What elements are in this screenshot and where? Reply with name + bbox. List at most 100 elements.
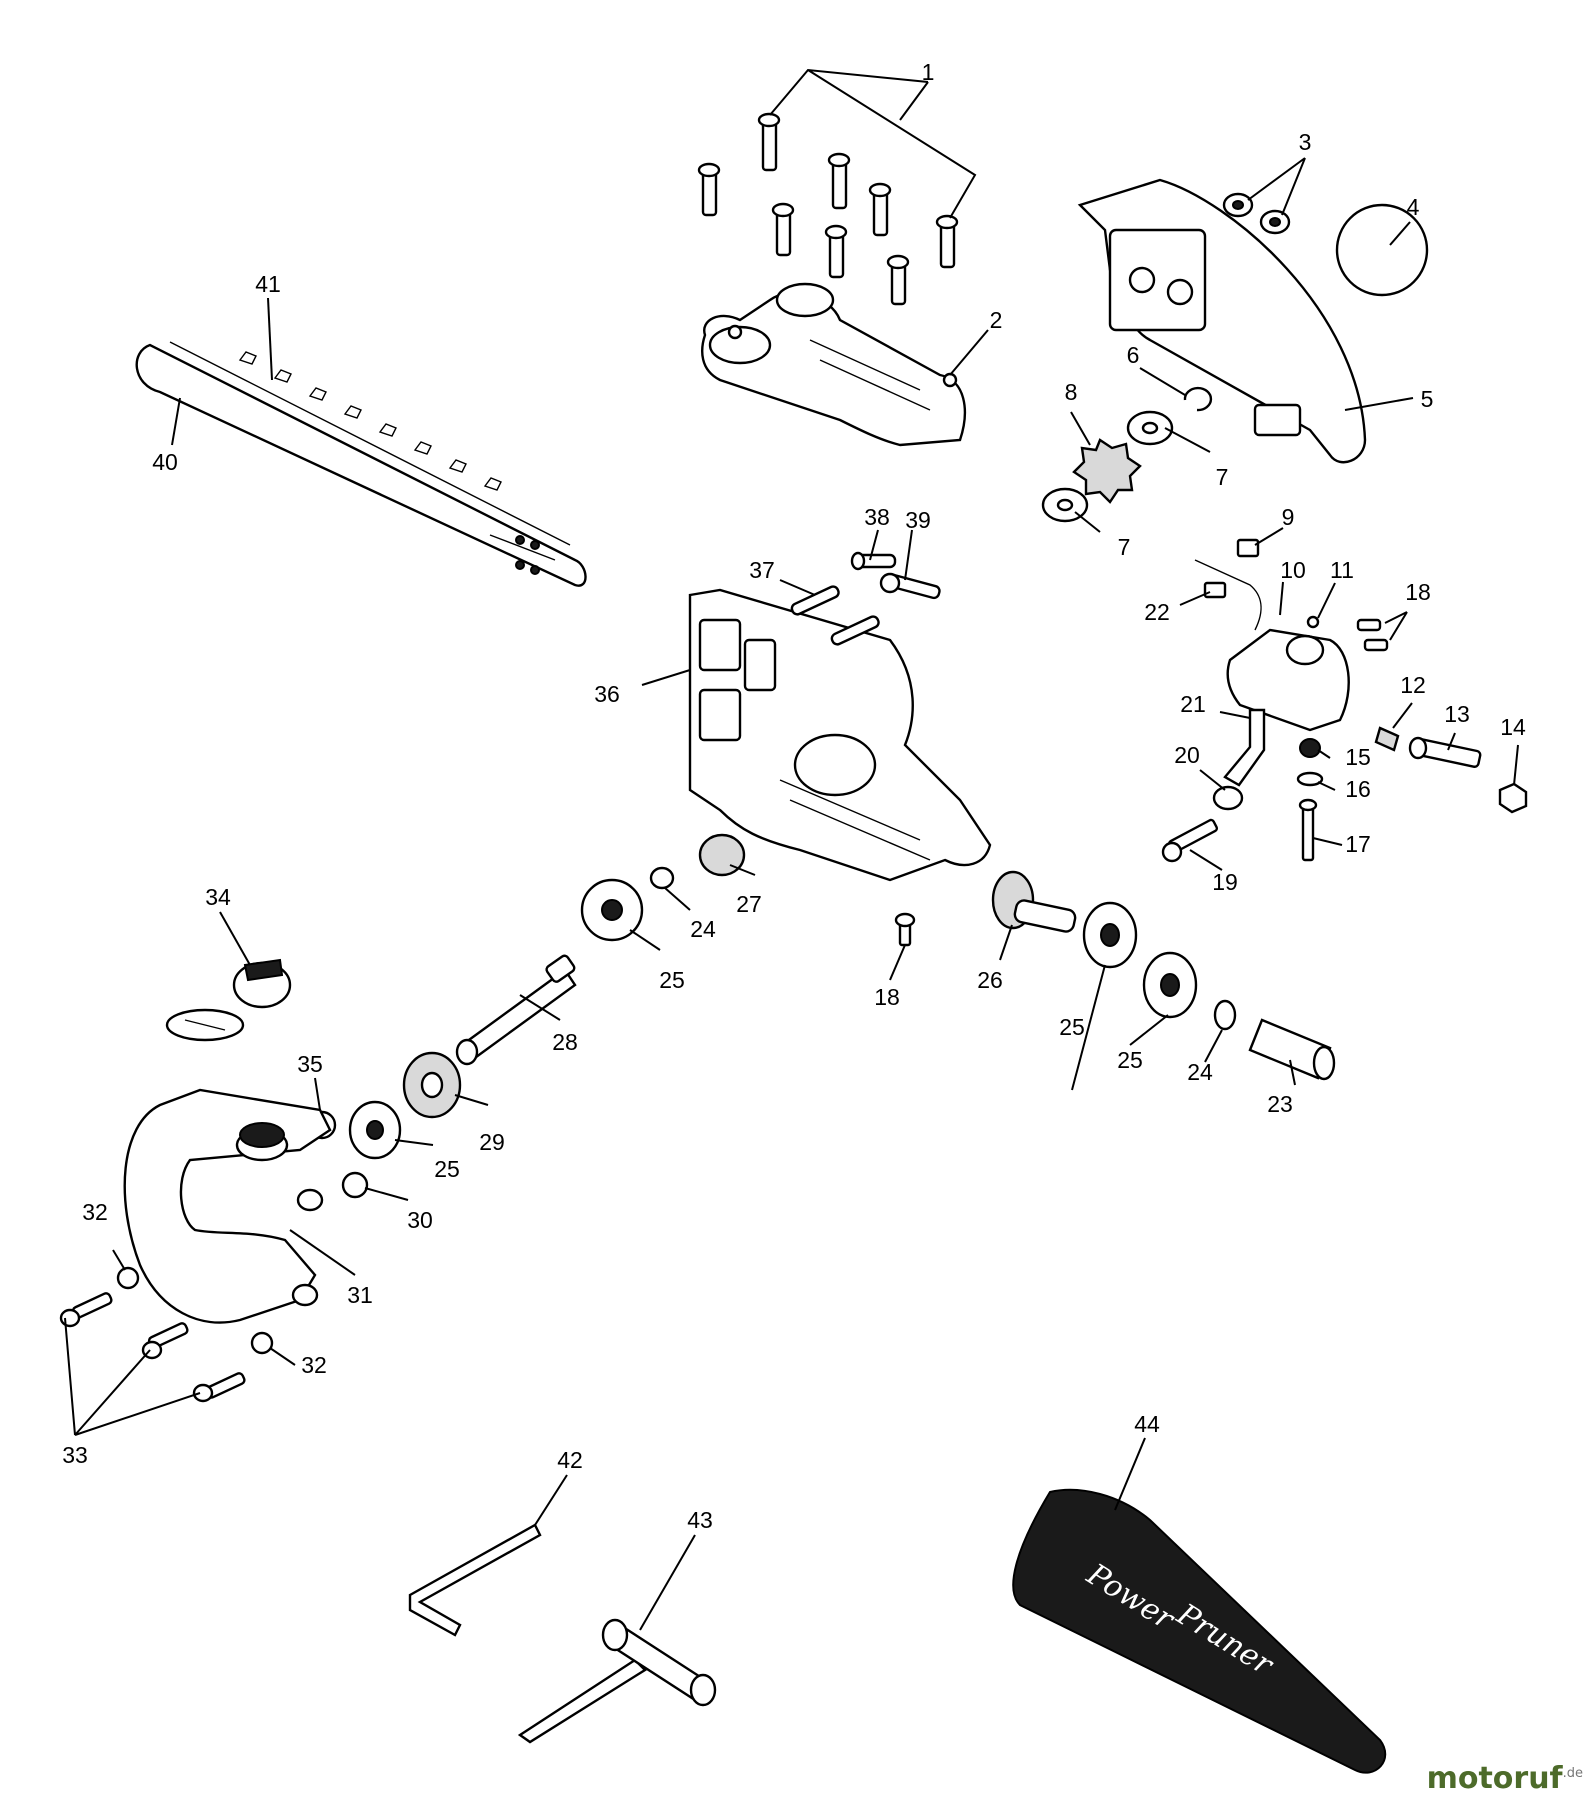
watermark-suffix: .de: [1562, 1766, 1583, 1781]
o-ring: [1296, 771, 1324, 787]
callout-30: 30: [407, 1207, 433, 1233]
pump-screws: [1356, 618, 1389, 652]
callout-labels: 1 2 3 4 5 6 7 7 8 9 10 11 18 12 13 14 15…: [62, 59, 1526, 1533]
input-shaft: [455, 954, 577, 1066]
callout-24a: 24: [690, 916, 716, 942]
dowel-pins: [790, 585, 880, 646]
callout-18b: 18: [874, 984, 900, 1010]
callout-27: 27: [736, 891, 762, 917]
callout-26: 26: [977, 967, 1003, 993]
spacer-bushing-2: [250, 1331, 274, 1355]
callout-2: 2: [990, 307, 1003, 333]
callout-29: 29: [479, 1129, 505, 1155]
callout-25c: 25: [1117, 1047, 1143, 1073]
callout-43: 43: [687, 1507, 713, 1533]
callout-34: 34: [205, 884, 231, 910]
callout-33: 33: [62, 1442, 88, 1468]
housing-screw: [894, 912, 916, 947]
callout-28: 28: [552, 1029, 578, 1055]
e-clip: [1183, 386, 1213, 412]
callout-32a: 32: [82, 1199, 108, 1225]
callout-11: 11: [1330, 557, 1354, 583]
callout-21: 21: [1180, 691, 1206, 717]
callout-8: 8: [1065, 379, 1078, 405]
sleeve-tube: [1248, 1018, 1336, 1081]
callout-32b: 32: [301, 1352, 327, 1378]
callout-9: 9: [1282, 504, 1295, 530]
output-gear-shaft: [991, 870, 1077, 933]
callout-5: 5: [1421, 386, 1434, 412]
gear-housing: [688, 588, 992, 882]
callout-12: 12: [1400, 672, 1426, 698]
washers: [1041, 410, 1174, 523]
oil-pump: [1194, 559, 1350, 732]
bearings-right: [1082, 901, 1198, 1019]
callout-25b: 25: [1059, 1014, 1085, 1040]
callout-17: 17: [1345, 831, 1371, 857]
small-screw: [1306, 615, 1320, 629]
watermark-logo: motoruf.de: [1427, 1761, 1583, 1796]
oil-cap: [165, 958, 292, 1042]
callout-14: 14: [1500, 714, 1526, 740]
callout-20: 20: [1174, 742, 1200, 768]
spring: [1374, 726, 1400, 752]
bearing: [580, 878, 644, 942]
callout-16: 16: [1345, 776, 1371, 802]
callout-18a: 18: [1405, 579, 1431, 605]
oil-line-fitting: [1203, 581, 1227, 599]
callout-22: 22: [1144, 599, 1170, 625]
spacer-bushing-1: [116, 1266, 140, 1290]
oil-pump-pin: [1298, 798, 1318, 862]
callout-40: 40: [152, 449, 178, 475]
callout-35: 35: [297, 1051, 323, 1077]
bearing-lower: [348, 1100, 402, 1160]
guide-bar-and-chain: [135, 341, 587, 587]
sprocket: [1072, 438, 1142, 504]
circlip-right: [1213, 999, 1237, 1031]
adjuster-screw: [1161, 818, 1219, 863]
callout-10: 10: [1280, 557, 1306, 583]
callout-39: 39: [905, 507, 931, 533]
callout-7b: 7: [1118, 534, 1131, 560]
handle-housing: [123, 1088, 332, 1324]
bar-nuts: [1222, 192, 1291, 235]
callout-31: 31: [347, 1282, 373, 1308]
chain-tensioner-screw: [1408, 736, 1482, 768]
callout-19: 19: [1212, 869, 1238, 895]
callout-23: 23: [1267, 1091, 1293, 1117]
watermark-brand: motoruf: [1426, 1761, 1563, 1796]
pivot-pins: [850, 551, 941, 600]
tensioner-nut: [1498, 782, 1528, 814]
callout-44: 44: [1134, 1411, 1160, 1437]
guide-bar-cover: Power Pruner: [1012, 1488, 1387, 1774]
callout-41: 41: [255, 271, 281, 297]
combination-wrench: [517, 1618, 717, 1744]
worm-gear: [698, 833, 746, 877]
callout-15: 15: [1345, 744, 1371, 770]
oil-hose: [1223, 708, 1266, 787]
callout-24b: 24: [1187, 1059, 1213, 1085]
callout-25d: 25: [434, 1156, 460, 1182]
callout-25a: 25: [659, 967, 685, 993]
callout-1: 1: [922, 59, 935, 85]
hex-wrench: [408, 1523, 542, 1637]
sprocket-cover: [1077, 178, 1367, 464]
callout-13: 13: [1444, 701, 1470, 727]
callout-42: 42: [557, 1447, 583, 1473]
housing-bolts: [697, 112, 959, 306]
oil-seal: [1299, 738, 1321, 758]
spacer: [341, 1171, 369, 1199]
callout-4: 4: [1407, 194, 1420, 220]
circlip: [649, 866, 675, 890]
callout-38: 38: [864, 504, 890, 530]
callout-3: 3: [1299, 129, 1312, 155]
callout-37: 37: [749, 557, 775, 583]
callout-7a: 7: [1216, 464, 1229, 490]
upper-gear-housing: [701, 282, 967, 447]
handle-bolts: [59, 1292, 246, 1403]
bevel-gear: [402, 1051, 462, 1119]
callout-36: 36: [594, 681, 620, 707]
seal-washer: [1212, 785, 1244, 811]
oil-pump-block: [1236, 538, 1260, 558]
